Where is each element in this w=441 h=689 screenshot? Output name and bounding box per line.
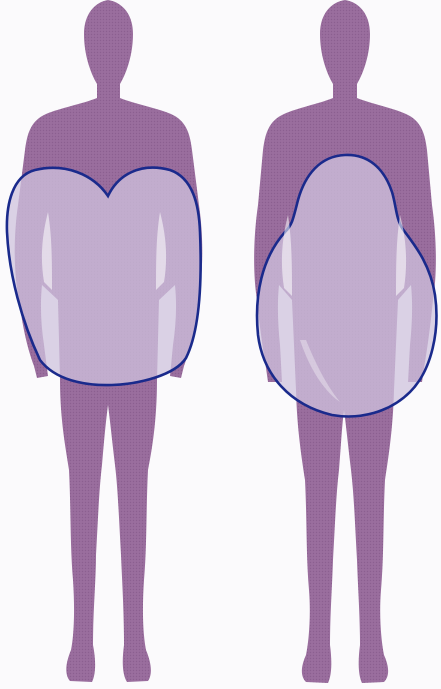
apple-fat-region [7,168,201,385]
pear-figure [254,0,436,683]
apple-figure [7,0,202,682]
